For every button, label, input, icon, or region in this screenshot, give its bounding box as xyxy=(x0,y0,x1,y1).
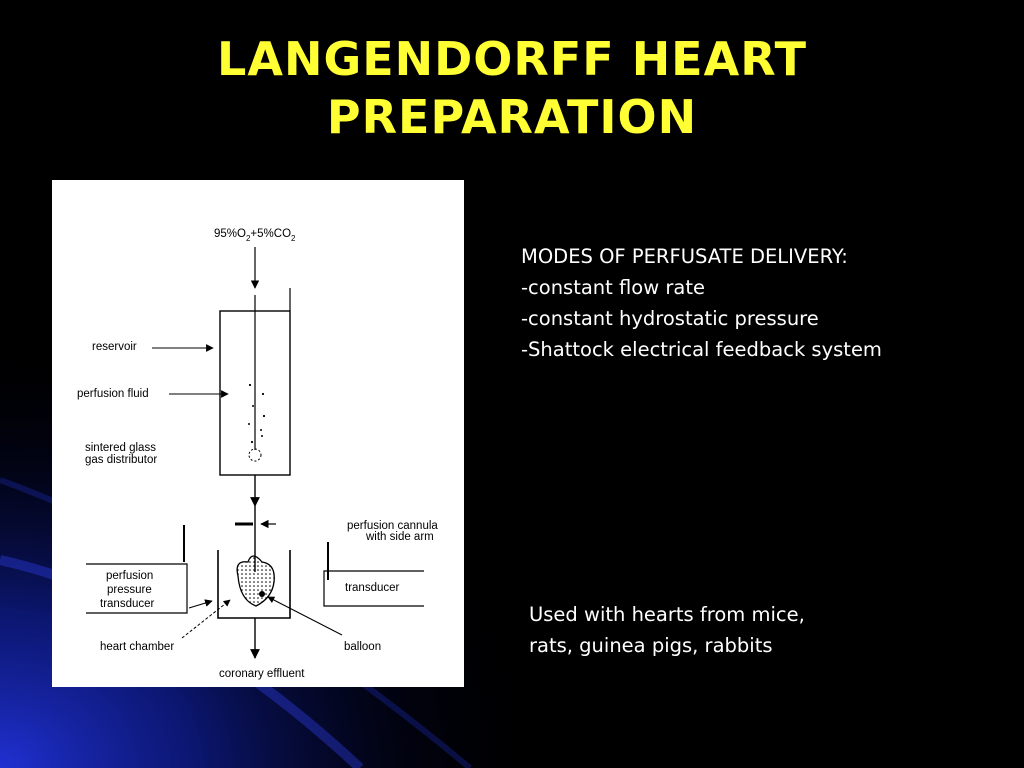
mode-item: -constant flow rate xyxy=(521,276,705,299)
balloon-arrow xyxy=(267,596,343,636)
mode-item: -constant hydrostatic pressure xyxy=(521,307,819,330)
cannula-label-1: perfusion cannula xyxy=(347,520,438,532)
usage-line-2: rats, guinea pigs, rabbits xyxy=(529,634,773,657)
mode-item: -Shattock electrical feedback system xyxy=(521,338,882,361)
balloon-label: balloon xyxy=(344,641,381,653)
langendorff-diagram: 95%O2+5%CO2 reservoir perfusion fluid si… xyxy=(52,180,464,687)
pressure-label-2: pressure xyxy=(107,584,152,596)
balloon-dot xyxy=(259,591,265,597)
transducer-label: transducer xyxy=(345,582,400,594)
heart-chamber-arrow xyxy=(181,599,231,639)
pressure-label-1: perfusion xyxy=(106,570,153,582)
heart xyxy=(236,555,275,607)
gas-distributor-label: gas distributor xyxy=(85,454,157,466)
gas-mixture-label: 95%O2+5%CO2 xyxy=(214,228,296,243)
heart-chamber xyxy=(217,550,291,619)
cannula-label-2: with side arm xyxy=(365,531,434,543)
perfusion-fluid-label: perfusion fluid xyxy=(77,388,149,400)
title-line-1: LANGENDORFF HEART xyxy=(217,32,807,86)
transducer-box xyxy=(323,570,424,607)
title-line-2: PREPARATION xyxy=(326,90,698,144)
reservoir-label: reservoir xyxy=(92,341,137,353)
sintered-glass-label: sintered glass xyxy=(85,442,156,454)
coronary-effluent-label: coronary effluent xyxy=(219,668,305,680)
pressure-arrow xyxy=(188,599,213,609)
slide-title: LANGENDORFF HEART PREPARATION xyxy=(0,30,1024,146)
usage-line-1: Used with hearts from mice, xyxy=(529,603,805,626)
gas-bubbles xyxy=(248,383,266,444)
gas-distributor xyxy=(248,448,262,462)
usage-note: Used with hearts from mice, rats, guinea… xyxy=(529,599,805,661)
modes-heading: MODES OF PERFUSATE DELIVERY: xyxy=(521,245,848,268)
heart-chamber-label: heart chamber xyxy=(100,641,174,653)
pressure-label-3: transducer xyxy=(100,598,155,610)
pressure-transducer-box xyxy=(86,563,188,614)
perfusate-modes: MODES OF PERFUSATE DELIVERY: -constant f… xyxy=(521,241,882,365)
